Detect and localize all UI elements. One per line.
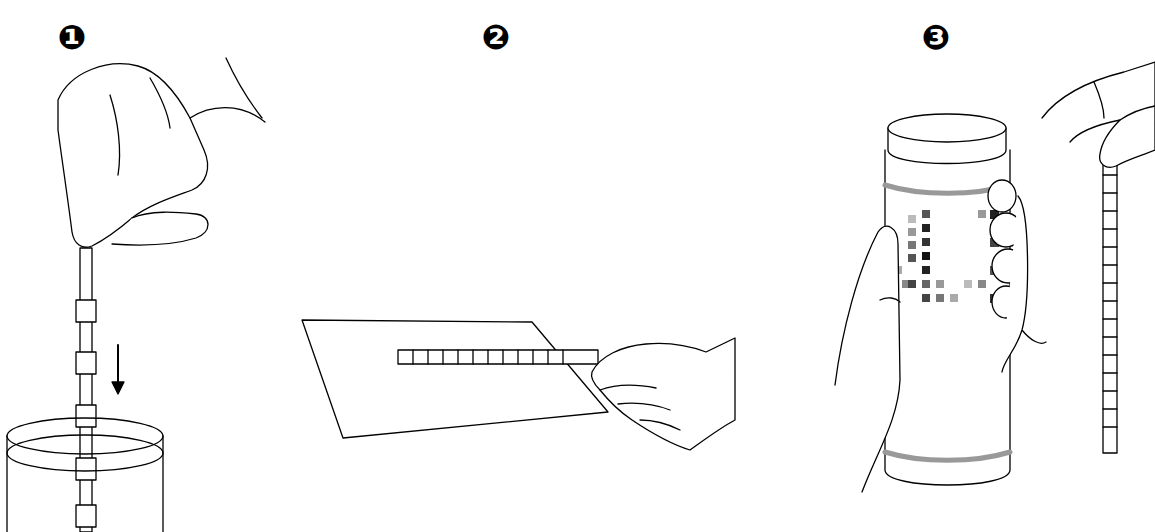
reagent-pad xyxy=(76,300,96,527)
test-strip xyxy=(398,350,598,364)
callout-number: ❸ xyxy=(922,20,951,54)
callout-number: ❷ xyxy=(482,20,511,54)
callout-number: ❶ xyxy=(58,20,87,54)
compare-step xyxy=(835,62,1155,492)
absorbent-paper xyxy=(302,320,608,438)
blot-step xyxy=(302,320,735,450)
hand xyxy=(1042,62,1155,167)
test-strip xyxy=(80,248,92,532)
hand xyxy=(591,338,735,450)
hand xyxy=(988,180,1046,372)
bottle xyxy=(885,114,1010,485)
test-strip xyxy=(1103,155,1117,453)
down-arrow xyxy=(112,345,124,394)
color-chart xyxy=(894,210,999,303)
hand xyxy=(58,58,265,247)
hand xyxy=(835,226,900,492)
beaker xyxy=(7,418,163,532)
dip-step xyxy=(7,58,265,532)
